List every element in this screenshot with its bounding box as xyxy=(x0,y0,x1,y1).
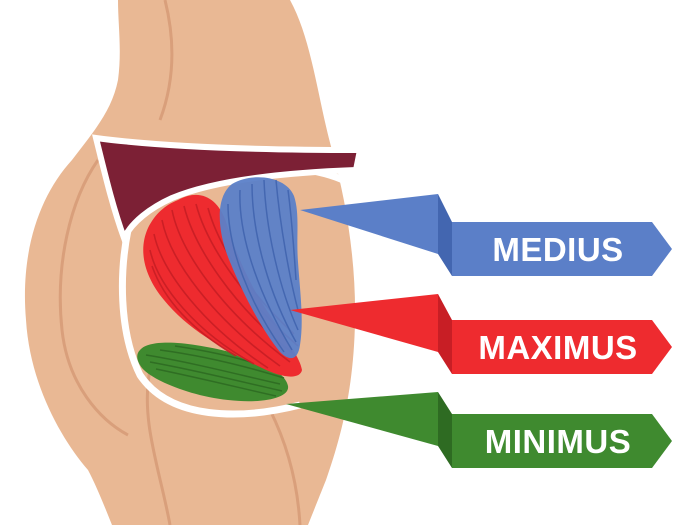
minimus-label: MINIMUS xyxy=(485,423,632,460)
medius-fold xyxy=(438,194,452,276)
maximus-fold xyxy=(438,294,452,374)
left-buttock-curve xyxy=(58,159,129,437)
maximus-label: MAXIMUS xyxy=(478,329,637,366)
maximus-banner xyxy=(452,320,672,374)
gluteus-minimus-muscle xyxy=(137,342,289,402)
lower-outline xyxy=(118,229,301,418)
minimus-pointer xyxy=(286,392,438,446)
muscles xyxy=(137,177,302,402)
medius-striations xyxy=(227,179,299,353)
medius-label: MEDIUS xyxy=(492,231,623,268)
minimus-fold xyxy=(438,392,452,468)
minimus-shape xyxy=(137,342,289,402)
maximus-pointer xyxy=(290,294,438,352)
gluteus-medius-muscle xyxy=(219,177,302,359)
minimus-banner xyxy=(452,414,672,468)
maximus-label-arrow: MAXIMUS xyxy=(290,294,672,374)
underwear xyxy=(92,134,364,246)
minimus-striations xyxy=(145,345,285,397)
waist-shade xyxy=(158,0,174,121)
medius-banner xyxy=(452,222,672,276)
thigh-line xyxy=(268,409,302,525)
medius-label-arrow: MEDIUS xyxy=(300,194,672,276)
minimus-label-arrow: MINIMUS xyxy=(286,392,672,468)
medius-pointer xyxy=(300,194,438,254)
